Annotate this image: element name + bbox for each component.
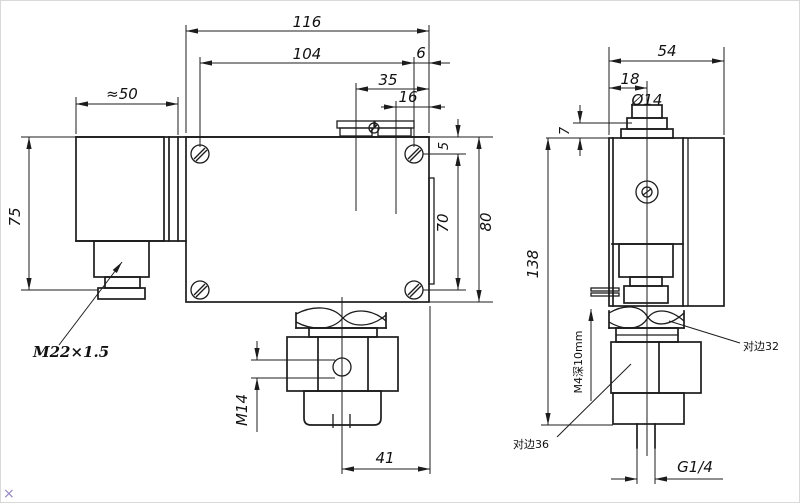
corner-screw bbox=[190, 280, 210, 300]
cable-gland bbox=[93, 240, 150, 300]
dim-plate-step: 7 bbox=[558, 126, 573, 135]
dim-terminal-gap: 16 bbox=[398, 88, 417, 106]
terminal-screw bbox=[368, 122, 380, 134]
label-nut-flats: 对边32 bbox=[743, 339, 779, 353]
label-gland-thread: M22×1.5 bbox=[32, 343, 109, 361]
bellows-stack bbox=[590, 243, 674, 304]
terminal-strip bbox=[336, 120, 415, 137]
dim-cap-dia: Ø14 bbox=[631, 91, 663, 109]
dim-screw-top: 5 bbox=[437, 142, 452, 150]
terminal-tab bbox=[590, 287, 620, 292]
pressure-fitting bbox=[286, 297, 399, 474]
label-hex-flats: 对边36 bbox=[513, 437, 549, 451]
dim-edge-gap: 6 bbox=[416, 44, 426, 62]
dim-cap-offset: 18 bbox=[620, 70, 639, 88]
dim-screw-span: 104 bbox=[293, 45, 322, 63]
front-view bbox=[75, 120, 435, 474]
side-body bbox=[608, 137, 725, 307]
main-body bbox=[185, 136, 435, 303]
dim-depth: 54 bbox=[657, 42, 676, 60]
dim-housing-height: 75 bbox=[6, 207, 24, 226]
corner-screw bbox=[404, 144, 424, 164]
dim-port-thread-side: G1/4 bbox=[677, 458, 713, 476]
corner-screw bbox=[190, 144, 210, 164]
corner-screw bbox=[404, 280, 424, 300]
front-dimensions: 116 104 6 35 16 ≈50 75 5 bbox=[6, 13, 495, 474]
label-mount-note: M4深10mm bbox=[572, 331, 585, 394]
dim-total-width: 116 bbox=[293, 13, 322, 31]
left-housing bbox=[75, 136, 187, 242]
dim-housing-width: ≈50 bbox=[106, 85, 138, 103]
dim-terminal-span: 35 bbox=[378, 71, 397, 89]
hex-block bbox=[610, 327, 702, 449]
dim-body-height: 80 bbox=[477, 212, 495, 231]
dim-port-thread: M14 bbox=[233, 394, 251, 426]
side-dimensions: 54 18 Ø14 7 138 对边32 M4深10mm 对边36 G1/4 bbox=[513, 42, 779, 484]
dim-total-height: 138 bbox=[524, 250, 542, 279]
cursor-artifact: × bbox=[3, 486, 15, 502]
dim-port-offset: 41 bbox=[375, 449, 394, 467]
terminal-tab bbox=[590, 292, 620, 297]
side-view bbox=[590, 81, 725, 456]
dim-screw-vspan: 70 bbox=[434, 213, 452, 232]
